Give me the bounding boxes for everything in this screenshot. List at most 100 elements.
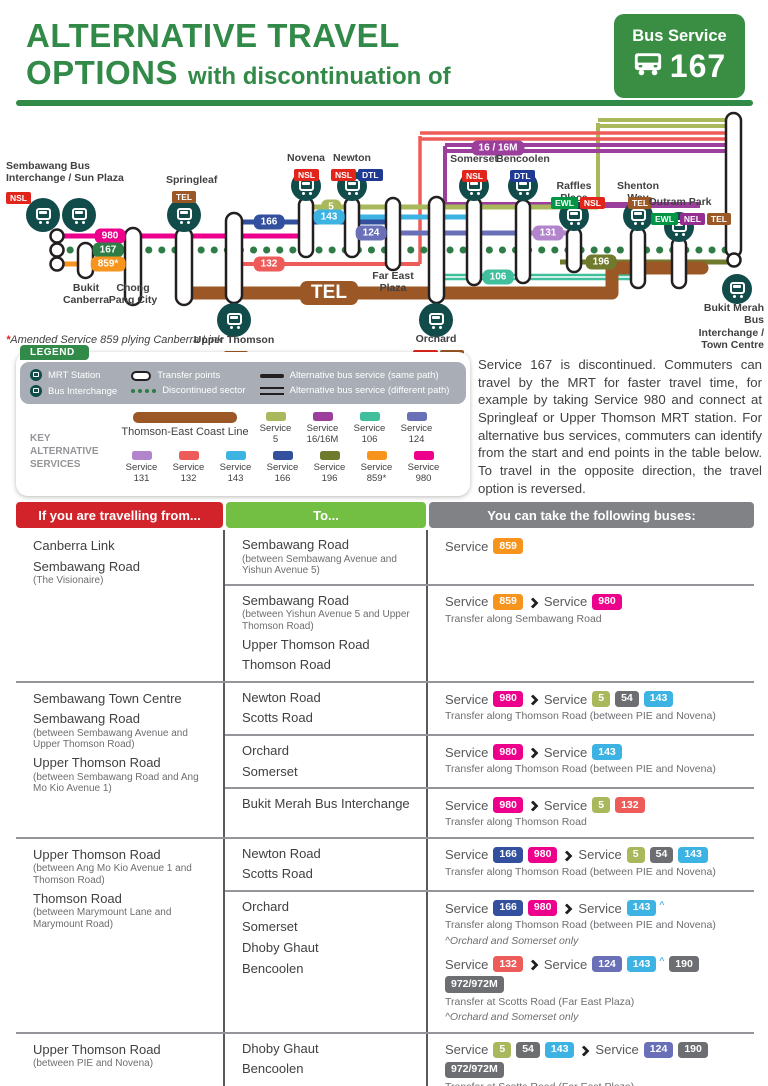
travel-options-table: If you are travelling from... To... You … — [16, 502, 754, 1086]
chevron-right-icon — [562, 903, 573, 913]
place-note: (between PIE and Novena) — [33, 1058, 154, 1070]
place-name: Scotts Road — [242, 710, 313, 726]
key-services-title: KEY ALTERNATIVE SERVICES — [30, 433, 99, 470]
place: Sembawang Road(between Sembawang Avenue … — [33, 712, 213, 750]
service-color-chip — [406, 412, 427, 421]
place-name: Sembawang Road — [33, 558, 140, 574]
transfer-note: Transfer at Scotts Road (Far East Plaza) — [445, 995, 635, 1008]
transfer-note: Transfer along Thomson Road — [445, 816, 587, 829]
place: Sembawang Road(between Yishun Avenue 5 a… — [242, 593, 416, 632]
service-number: 980 — [415, 472, 432, 484]
place-name: Orchard — [242, 898, 289, 914]
legend: LEGEND MRT Station Bus Interchange Trans… — [16, 345, 470, 496]
station-label-chong-pang-city: Chong Pang City — [108, 282, 158, 307]
legend-item-mrt-station: MRT Station — [30, 369, 117, 381]
badge-980: 980 — [94, 228, 126, 244]
place: Bukit Merah Bus Interchange — [242, 797, 416, 812]
badge-132: 132 — [253, 256, 285, 272]
service-word: Service — [543, 594, 588, 610]
table-group: Upper Thomson Road(between Ang Mo Kio Av… — [16, 836, 754, 1032]
service-number: 106 — [361, 433, 378, 445]
place-name: Sembawang Town Centre — [33, 690, 182, 706]
service-word: Service — [353, 423, 386, 434]
legend-item-transfer-points: Transfer points — [131, 370, 245, 381]
chevron-right-icon — [528, 800, 539, 810]
place-name: Sembawang Road — [242, 537, 349, 552]
service-color-chip — [312, 412, 333, 421]
place: Dhoby Ghaut — [242, 940, 416, 956]
badge-106: 106 — [482, 269, 514, 285]
bus-service-number: 167 — [669, 48, 727, 84]
place: Somerset — [242, 764, 416, 780]
service-badge: 972/972M — [445, 976, 504, 993]
station-label-bencoolen: Bencoolen — [496, 153, 550, 165]
service-badge: 143 — [626, 956, 657, 973]
place-note: (The Visionaire) — [33, 575, 104, 587]
service-number: 132 — [180, 472, 197, 484]
place-name: Orchard — [242, 743, 289, 759]
service-word: Service — [445, 1042, 489, 1058]
service-badge: 54 — [649, 846, 674, 863]
place-name: Scotts Road — [242, 866, 313, 882]
legend-item-different-path: Alternative bus service (different path) — [259, 385, 449, 396]
place-name: Newton Road — [242, 845, 321, 861]
place-name: Newton Road — [242, 689, 321, 705]
to-cell: Bukit Merah Bus Interchange — [225, 789, 428, 837]
service-badge: 980 — [493, 797, 523, 814]
place-name: Dhoby Ghaut — [242, 1040, 319, 1056]
station-label-bukit-canberra: Bukit Canberra — [62, 282, 110, 307]
place-note: (between Ang Mo Kio Avenue 1 and Thomson… — [33, 863, 192, 886]
transfer-note: Transfer along Thomson Road (between PIE… — [445, 919, 716, 932]
station-label-upper-thomson: Upper Thomson — [193, 334, 275, 346]
mrt-station-icon-springleaf — [167, 198, 201, 232]
place: Upper Thomson Road(between PIE and Noven… — [33, 1042, 213, 1070]
place-note: (between Marymount Lane and Marymount Ro… — [33, 907, 172, 930]
place: Bencoolen — [242, 1062, 416, 1077]
service-badge: 972/972M — [445, 1061, 504, 1078]
place-note: (between Sembawang Road and Ang Mo Kio A… — [33, 771, 199, 795]
station-label-outram-park: Outram Park — [648, 196, 712, 208]
transfer-note: Transfer along Thomson Road (between PIE… — [445, 865, 716, 878]
place-note: (between Sembawang Avenue and Upper Thom… — [33, 728, 188, 751]
service-number: 166 — [274, 472, 291, 484]
service-number: 196 — [321, 472, 338, 484]
badge-143: 143 — [313, 209, 345, 225]
legend-item-bus-interchange: Bus Interchange — [30, 385, 117, 397]
header-divider — [16, 100, 753, 106]
transfer-note: ^Orchard and Somerset only — [445, 934, 579, 947]
mrt-badges-sembawang: NSL — [6, 188, 33, 206]
station-label-orchard: Orchard — [415, 333, 457, 345]
place: Scotts Road — [242, 711, 416, 726]
bus-service-badge: Bus Service 167 — [614, 14, 745, 98]
